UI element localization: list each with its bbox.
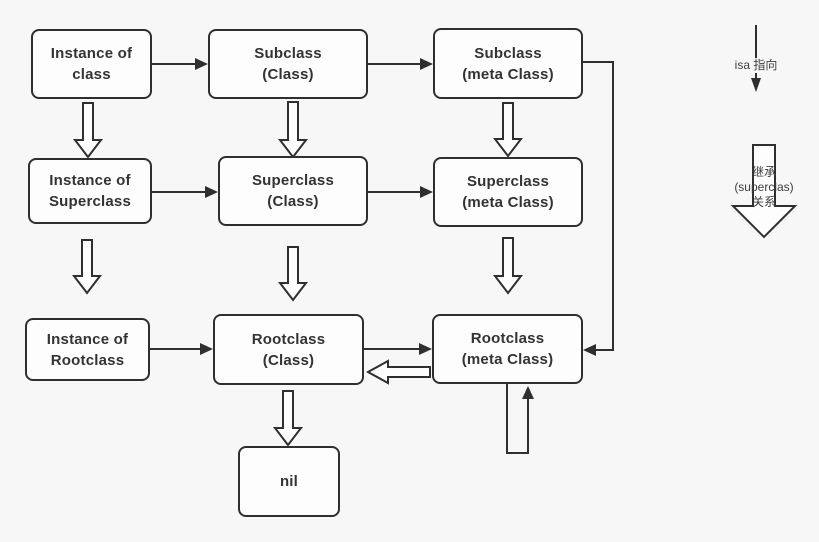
box-subclass-meta-class: Subclass (meta Class) bbox=[433, 28, 583, 99]
superclass-arrow-rootclass-to-nil bbox=[272, 390, 304, 447]
box-label-line1: Subclass bbox=[474, 44, 542, 62]
box-label-line2: (Class) bbox=[267, 193, 319, 210]
legend-inherit-arrow-icon bbox=[730, 144, 798, 239]
box-label-line1: Instance of bbox=[49, 172, 131, 189]
box-rootclass-class: Rootclass (Class) bbox=[213, 314, 364, 385]
box-label-line1: Superclass bbox=[251, 172, 335, 189]
isa-self-loop-rootclassmeta bbox=[506, 384, 534, 454]
box-label-line1: Instance of bbox=[50, 45, 133, 62]
box-label-line2: (meta Class) bbox=[462, 194, 554, 211]
box-superclass-meta-class: Superclass (meta Class) bbox=[433, 157, 583, 227]
isa-arrow-instance-to-subclass bbox=[152, 58, 208, 70]
box-instance-of-superclass: Instance of Superclass bbox=[28, 158, 152, 224]
superclass-arrow-superclassmeta-to-rootclassmeta bbox=[492, 237, 524, 295]
superclass-arrow-subclass-to-superclass bbox=[277, 101, 309, 159]
box-nil: nil bbox=[238, 446, 340, 517]
superclass-arrow-superclass-to-rootclass bbox=[277, 246, 309, 302]
legend-inherit-label: 继承 (superclas) 关系 bbox=[714, 165, 814, 210]
box-label-line2: (meta Class) bbox=[461, 351, 554, 368]
box-label-line2: (meta Class) bbox=[462, 65, 554, 83]
box-rootclass-meta-class: Rootclass (meta Class) bbox=[432, 314, 583, 384]
box-label-line1: Rootclass bbox=[251, 330, 326, 348]
superclass-arrow-instance-to-instancesuper bbox=[72, 102, 104, 159]
box-instance-of-rootclass: Instance of Rootclass bbox=[25, 318, 150, 381]
legend-inherit-line3: 关系 bbox=[751, 195, 776, 209]
box-instance-of-class: Instance of class bbox=[31, 29, 152, 99]
isa-arrow-rootclass-to-rootclassmeta bbox=[364, 343, 432, 355]
isa-arrow-superclass-to-superclassmeta bbox=[368, 186, 433, 198]
box-label-line1: Superclass bbox=[466, 173, 550, 190]
box-label-line1: Instance of bbox=[46, 330, 129, 348]
box-label-line2: (Class) bbox=[262, 66, 314, 83]
box-label-line1: nil bbox=[279, 473, 299, 490]
box-label-line2: class bbox=[72, 66, 111, 83]
isa-arrow-subclassmeta-to-rootclassmeta bbox=[583, 61, 614, 356]
box-label-line1: Rootclass bbox=[470, 330, 545, 347]
superclass-arrow-subclassmeta-to-superclassmeta bbox=[492, 102, 524, 158]
box-label-line2: Superclass bbox=[48, 193, 132, 210]
box-superclass-class: Superclass (Class) bbox=[218, 156, 368, 226]
box-subclass-class: Subclass (Class) bbox=[208, 29, 368, 99]
legend-isa-label: isa 指向 bbox=[727, 58, 785, 73]
legend-inherit-line2: (superclas) bbox=[734, 180, 794, 194]
box-label-line2: Rootclass bbox=[50, 351, 125, 369]
superclass-arrow-instancesuper-to-instanceroot bbox=[71, 239, 103, 295]
box-label-line2: (Class) bbox=[262, 351, 315, 369]
box-label-line1: Subclass bbox=[254, 45, 322, 62]
isa-arrow-instanceroot-to-rootclass bbox=[150, 343, 213, 355]
superclass-arrow-rootclassmeta-to-rootclass bbox=[365, 359, 431, 385]
legend-inherit-line1: 继承 bbox=[751, 165, 776, 179]
isa-arrow-subclass-to-subclassmeta bbox=[368, 58, 433, 70]
isa-arrow-instancesuper-to-superclass bbox=[152, 186, 218, 198]
